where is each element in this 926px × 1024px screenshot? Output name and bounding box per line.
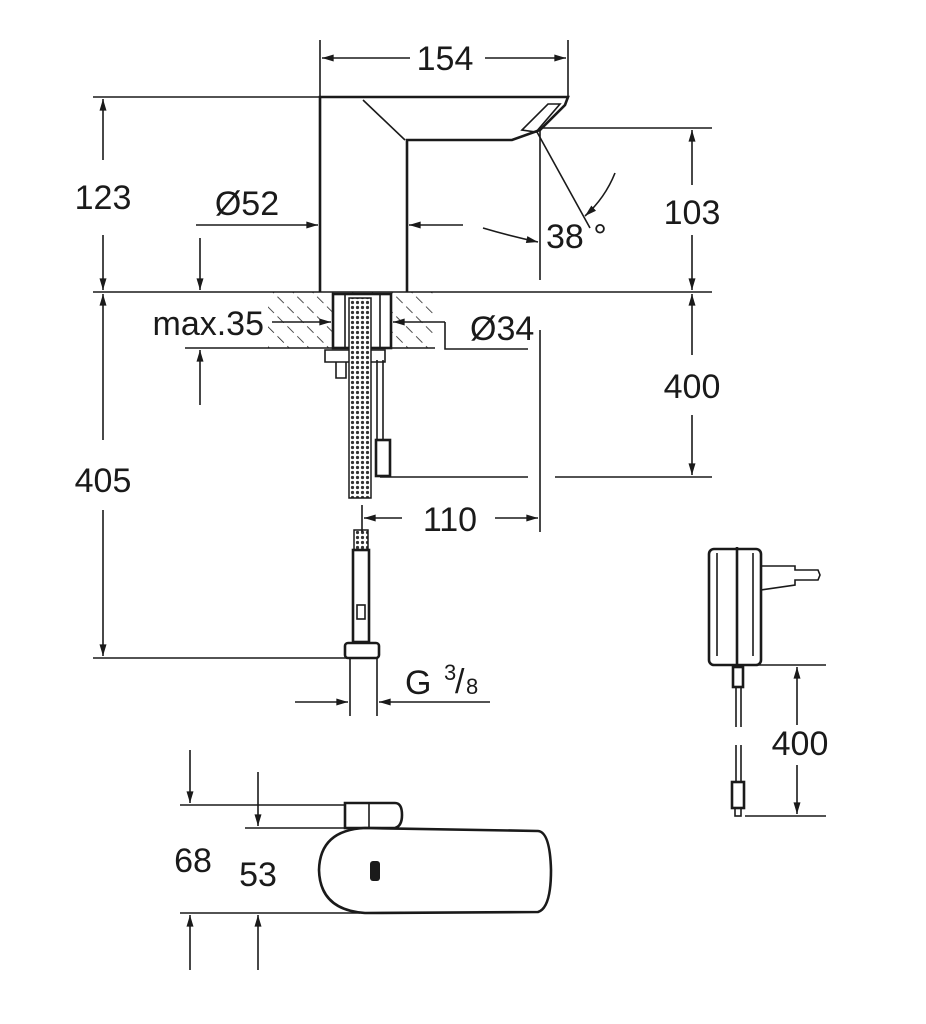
- dim-angle-38: 38 °: [546, 218, 607, 256]
- dim-cable-400: 400: [664, 368, 721, 406]
- dim-height-123: 123: [75, 179, 132, 217]
- dim-hole-34: Ø34: [470, 310, 534, 348]
- dim-diameter-52: Ø52: [215, 185, 279, 223]
- hose-nut: [343, 641, 381, 660]
- dim-max-35: max.35: [153, 305, 265, 343]
- dim-reach-110: 110: [423, 501, 477, 539]
- power-adapter: [707, 547, 821, 817]
- thread-numerator: 3: [444, 660, 456, 685]
- dim-top-53: 53: [239, 856, 277, 894]
- dim-adapter-400: 400: [772, 725, 829, 763]
- water-hose: [348, 297, 372, 499]
- thread-slash: /: [455, 663, 465, 701]
- thread-letter: G: [405, 664, 431, 702]
- dim-spout-height-103: 103: [664, 194, 721, 232]
- sensor-cable-connector: [374, 438, 392, 478]
- faucet-top-view: [317, 801, 553, 915]
- dim-thread-g38: G 3 / 8: [405, 660, 478, 702]
- dim-width-154: 154: [417, 40, 474, 78]
- sensor-window-icon: [370, 861, 380, 881]
- faucet-side-view: [318, 95, 570, 660]
- dim-top-68: 68: [174, 842, 212, 880]
- thread-denominator: 8: [466, 674, 478, 699]
- dim-hose-405: 405: [75, 462, 132, 500]
